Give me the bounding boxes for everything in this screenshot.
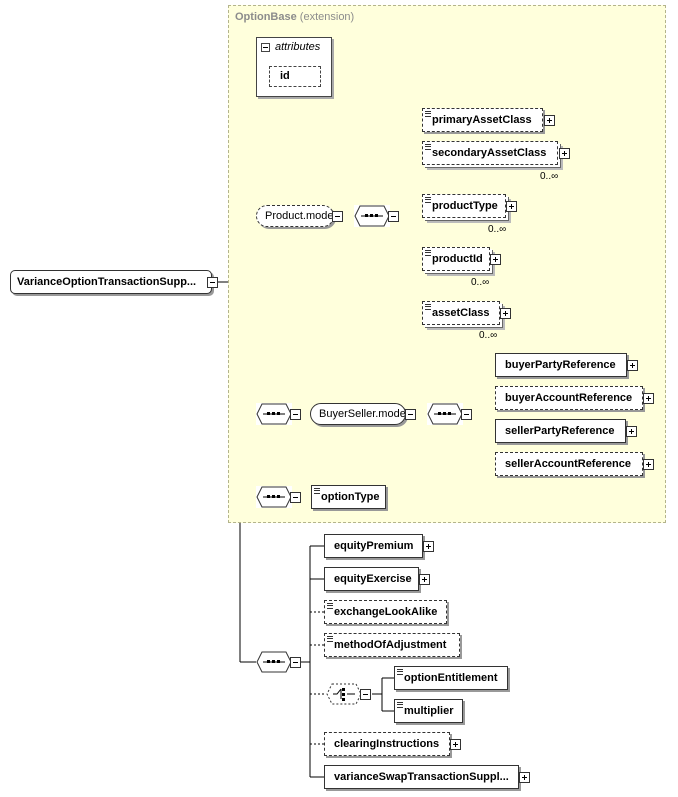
occurrence-secondary-asset-class: 0..∞ xyxy=(540,171,559,182)
expand-buyer-account-reference[interactable] xyxy=(643,393,654,404)
element-label: optionType xyxy=(321,491,380,503)
choice-icon xyxy=(326,683,362,705)
element-buyer-party-reference[interactable]: buyerPartyReference xyxy=(495,353,627,377)
attributes-collapse-toggle[interactable] xyxy=(261,43,270,52)
element-label: exchangeLookAlike xyxy=(334,606,438,618)
expand-equity-exercise[interactable] xyxy=(419,574,430,585)
occurrence-product-type: 0..∞ xyxy=(488,224,507,235)
main-sequence-collapse-toggle[interactable] xyxy=(290,657,301,668)
product-model-sequence-icon xyxy=(354,205,390,227)
element-product-id[interactable]: productId xyxy=(422,247,490,271)
expand-asset-class[interactable] xyxy=(500,308,511,319)
element-product-type[interactable]: productType xyxy=(422,194,506,218)
extension-note: (extension) xyxy=(299,11,355,23)
product-model-collapse-toggle[interactable] xyxy=(332,211,343,222)
element-label: assetClass xyxy=(432,307,490,319)
element-method-of-adjustment[interactable]: methodOfAdjustment xyxy=(324,633,460,657)
expand-seller-party-reference[interactable] xyxy=(626,426,637,437)
element-seller-account-reference[interactable]: sellerAccountReference xyxy=(495,452,643,476)
element-equity-exercise[interactable]: equityExercise xyxy=(324,567,419,591)
element-seller-party-reference[interactable]: sellerPartyReference xyxy=(495,419,626,443)
element-label: sellerAccountReference xyxy=(505,458,631,470)
element-equity-premium[interactable]: equityPremium xyxy=(324,534,423,558)
expand-product-id[interactable] xyxy=(490,254,501,265)
occurrence-asset-class: 0..∞ xyxy=(479,330,498,341)
element-label: multiplier xyxy=(404,705,454,717)
element-label: sellerPartyReference xyxy=(505,425,615,437)
element-label: optionEntitlement xyxy=(404,672,498,684)
main-sequence-icon xyxy=(256,651,292,673)
element-option-entitlement[interactable]: optionEntitlement xyxy=(394,666,508,690)
attribute-id[interactable]: id xyxy=(269,66,321,87)
element-label: productType xyxy=(432,200,498,212)
element-variance-swap-transaction-supplement[interactable]: varianceSwapTransactionSuppl... xyxy=(324,765,519,789)
root-collapse-toggle[interactable] xyxy=(207,277,218,288)
element-type-icon xyxy=(425,144,431,150)
expand-variance-swap-transaction-supplement[interactable] xyxy=(519,772,530,783)
product-model-group[interactable]: Product.model xyxy=(256,205,336,227)
expand-buyer-party-reference[interactable] xyxy=(627,360,638,371)
option-type-sequence-icon xyxy=(256,486,292,508)
element-label: buyerAccountReference xyxy=(505,392,633,404)
element-label: productId xyxy=(432,253,483,265)
element-label: primaryAssetClass xyxy=(432,114,532,126)
element-type-icon xyxy=(327,636,333,642)
option-type-sequence-collapse-toggle[interactable] xyxy=(290,492,301,503)
expand-seller-account-reference[interactable] xyxy=(643,459,654,470)
element-type-icon xyxy=(425,197,431,203)
buyer-seller-model-group[interactable]: BuyerSeller.model xyxy=(310,403,408,425)
element-type-icon xyxy=(397,702,403,708)
expand-primary-asset-class[interactable] xyxy=(544,115,555,126)
element-type-icon xyxy=(397,669,403,675)
element-type-icon xyxy=(327,603,333,609)
element-label: equityExercise xyxy=(334,573,412,585)
product-model-sequence-collapse-toggle[interactable] xyxy=(388,211,399,222)
buyer-seller-model-collapse-toggle[interactable] xyxy=(405,409,416,420)
element-option-type[interactable]: optionType xyxy=(311,485,386,509)
element-clearing-instructions[interactable]: clearingInstructions xyxy=(324,732,450,756)
element-label: methodOfAdjustment xyxy=(334,639,447,651)
element-label: varianceSwapTransactionSuppl... xyxy=(334,771,509,783)
element-asset-class[interactable]: assetClass xyxy=(422,301,500,325)
element-label: equityPremium xyxy=(334,540,414,552)
element-buyer-account-reference[interactable]: buyerAccountReference xyxy=(495,386,643,410)
extension-name: OptionBase xyxy=(235,11,297,23)
element-label: clearingInstructions xyxy=(334,738,440,750)
element-exchange-look-alike[interactable]: exchangeLookAlike xyxy=(324,600,447,624)
expand-secondary-asset-class[interactable] xyxy=(559,148,570,159)
buyer-seller-inner-sequence-collapse-toggle[interactable] xyxy=(461,409,472,420)
element-type-icon xyxy=(425,250,431,256)
element-label: secondaryAssetClass xyxy=(432,147,547,159)
occurrence-product-id: 0..∞ xyxy=(471,277,490,288)
choice-collapse-toggle[interactable] xyxy=(360,689,371,700)
expand-equity-premium[interactable] xyxy=(423,541,434,552)
extension-title: OptionBase (extension) xyxy=(235,11,354,23)
expand-clearing-instructions[interactable] xyxy=(450,739,461,750)
attributes-box: attributes id xyxy=(256,37,332,97)
element-type-icon xyxy=(425,111,431,117)
element-multiplier[interactable]: multiplier xyxy=(394,699,463,723)
expand-product-type[interactable] xyxy=(506,201,517,212)
buyer-seller-sequence-collapse-toggle[interactable] xyxy=(290,409,301,420)
element-secondary-asset-class[interactable]: secondaryAssetClass xyxy=(422,141,558,165)
buyer-seller-sequence-icon xyxy=(256,403,292,425)
buyer-seller-inner-sequence-icon xyxy=(427,403,463,425)
attributes-label: attributes xyxy=(275,41,321,53)
element-type-icon xyxy=(425,304,431,310)
element-type-icon xyxy=(314,488,320,494)
element-label: buyerPartyReference xyxy=(505,359,616,371)
element-primary-asset-class[interactable]: primaryAssetClass xyxy=(422,108,543,132)
root-element[interactable]: VarianceOptionTransactionSupp... xyxy=(10,270,212,294)
